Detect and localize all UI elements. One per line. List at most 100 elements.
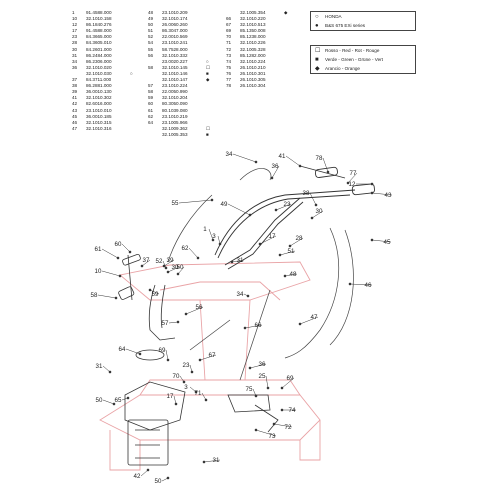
part-code: 32.1005.354 <box>240 10 266 15</box>
part-ref-number: 49 <box>148 16 154 22</box>
square-marker-icon: ☐ <box>206 64 211 70</box>
part-ref-number: 58 <box>148 89 154 95</box>
callout-number: 60 <box>115 241 122 248</box>
callout-leader-line <box>168 321 179 324</box>
callout-anchor-dot <box>118 274 122 278</box>
part-ref-number: 78 <box>226 83 232 89</box>
part-ref-number: 28 <box>72 40 78 46</box>
callout-anchor-dot <box>164 266 168 270</box>
part-ref-number: 72 <box>226 46 232 52</box>
callout-leader-line <box>173 395 177 405</box>
part-code: 23.1010.010 <box>86 107 112 113</box>
part-code: 58.7528.000 <box>162 46 188 52</box>
callout-number: 17 <box>269 233 276 240</box>
part-ref-number: 57 <box>148 83 154 89</box>
gearbox-assembly <box>124 381 279 466</box>
part-code: 32.1005.328 <box>240 46 266 52</box>
callout-number: 59 <box>152 291 159 298</box>
part-code: 23.1010.209 <box>162 10 188 15</box>
legend-text: Verde - Green - Grüne - Vert <box>325 57 383 62</box>
parts-list-row: 72 32.1005.328 <box>226 47 289 53</box>
callout-leader-line <box>102 365 111 373</box>
callout-anchor-dot <box>310 216 314 220</box>
callout-number: 69 <box>287 375 294 382</box>
callout-number: 49 <box>221 201 228 208</box>
callout-number: 77 <box>350 170 357 177</box>
part-code: 84.3711.000 <box>86 77 112 83</box>
part-code: 84.2601.000 <box>86 46 112 52</box>
callout-anchor-dot <box>248 366 252 370</box>
callout-number: 69 <box>159 347 166 354</box>
callout-number: 73 <box>269 433 276 440</box>
part-code: 26.1010.304 <box>240 83 266 89</box>
part-ref-number: 61 <box>148 107 154 113</box>
callout-anchor-dot <box>108 370 112 374</box>
callout-leader-line <box>208 228 214 241</box>
part-ref-number: 46 <box>72 119 78 125</box>
callout-number: 75 <box>246 386 253 393</box>
callout-anchor-dot <box>176 320 180 324</box>
part-code: 32.1010.220 <box>240 16 266 22</box>
callout-anchor-dot <box>298 322 302 326</box>
callout-number: 31 <box>213 457 220 464</box>
part-ref-number: 56 <box>148 52 154 58</box>
callout-anchor-dot <box>348 282 352 286</box>
parts-list-row: 32.1005.353■ <box>148 132 211 138</box>
callout-number: 71 <box>195 390 202 397</box>
diamond-marker-icon: ◆ <box>284 10 288 15</box>
legend-text: Rosso - Red - Rot - Rouge <box>325 48 380 53</box>
part-code: 91.4588.000 <box>86 28 112 34</box>
part-code: 84.3605.010 <box>86 40 112 46</box>
part-code: 36.0010.130 <box>86 89 112 95</box>
callout-anchor-dot <box>280 408 284 412</box>
part-ref-number: 50 <box>148 22 154 28</box>
callout-number: 43 <box>385 192 392 199</box>
callout-number: 65 <box>115 397 122 404</box>
callout-leader-line <box>347 172 358 184</box>
handlebar-assembly <box>214 165 375 270</box>
callout-number: 58 <box>91 292 98 299</box>
callout-leader-line <box>227 203 251 216</box>
part-code: 86.2881.000 <box>86 83 112 89</box>
callout-leader-line <box>178 199 213 204</box>
callout-leader-line <box>371 192 393 196</box>
chute-assembly <box>118 254 176 361</box>
part-code: 86.2306.000 <box>86 58 112 64</box>
callout-leader-line <box>244 324 263 329</box>
part-ref-number: 75 <box>226 64 232 70</box>
callout-leader-line <box>165 349 169 361</box>
callout-anchor-dot <box>230 260 234 264</box>
part-code: 32.1010.332 <box>162 52 188 58</box>
callout-anchor-dot <box>248 213 252 217</box>
legend-text: Arancio - Orange <box>325 66 360 71</box>
callout-number: 50 <box>96 397 103 404</box>
callout-anchor-dot <box>254 394 258 398</box>
part-ref-number: 12 <box>72 22 78 28</box>
callout-leader-line <box>163 259 175 267</box>
callout-number: 62 <box>182 245 189 252</box>
callout-anchor-dot <box>280 386 284 390</box>
part-code: 91.4588.000 <box>86 10 112 15</box>
part-code: 32.1010.146 <box>162 70 188 76</box>
part-code: 86.3047.000 <box>162 28 188 34</box>
callout-leader-line <box>101 248 119 259</box>
callout-number: 42 <box>134 473 141 480</box>
callout-number: 72 <box>285 424 292 431</box>
part-ref-number: 48 <box>148 10 154 15</box>
part-code: 32.1010.145 <box>162 64 188 70</box>
square-marker-icon: ☐ <box>206 125 211 131</box>
callout-anchor-dot <box>370 182 374 186</box>
part-code: 32.1010.316 <box>86 125 112 131</box>
callout-number: 50 <box>177 264 184 271</box>
callout-anchor-dot <box>166 358 170 362</box>
